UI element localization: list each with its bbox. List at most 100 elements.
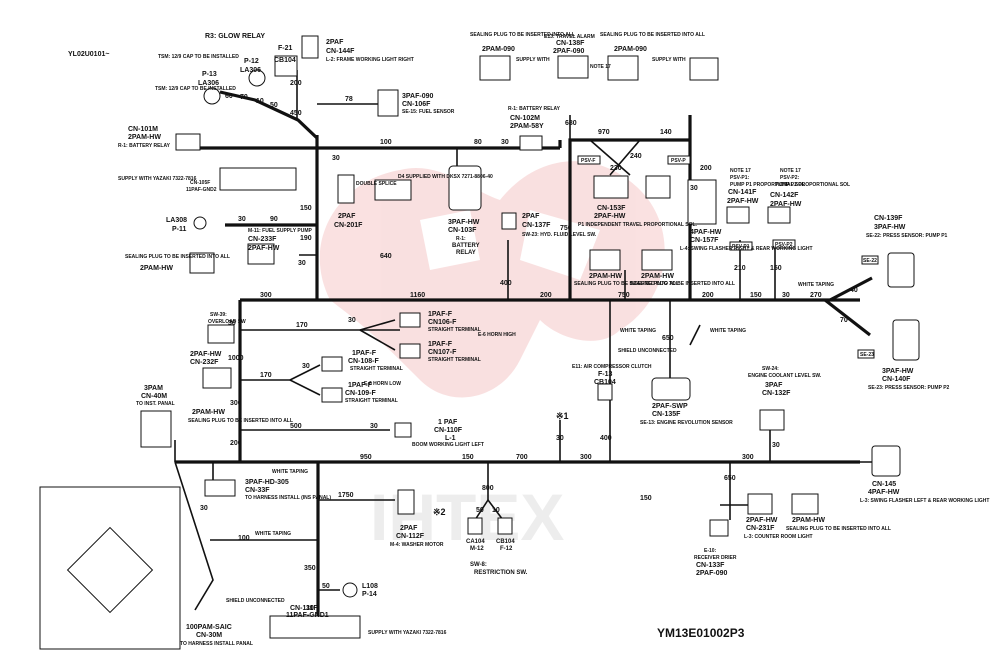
label-pam-hw-left: 2PAM-HW	[192, 409, 225, 416]
label-white-taping-4: WHITE TAPING	[272, 469, 308, 475]
sealing-plug-top-1	[479, 55, 511, 81]
label-ca104: CA104	[466, 539, 485, 545]
len-100-b: 100	[238, 535, 250, 542]
tag-psv-p	[667, 155, 691, 165]
label-white-taping-5: WHITE TAPING	[255, 531, 291, 537]
connector-cn132f	[759, 409, 785, 431]
connector-cn106f2	[399, 312, 421, 328]
len-30-b: 30	[332, 155, 340, 162]
label-cn102m-b: 2PAM-58Y	[510, 123, 544, 130]
label-glow-relay: R3: GLOW RELAY	[205, 33, 265, 40]
connector-cn102m	[519, 135, 543, 151]
len-200-d: 200	[700, 165, 712, 172]
sealing-plug-left	[189, 252, 215, 274]
label-cn109f-c: STRAIGHT TERMINAL	[345, 398, 398, 404]
len-170-b: 170	[260, 372, 272, 379]
label-cn231f-a: 2PAF-HW	[746, 517, 778, 524]
len-50-c: 50	[476, 507, 484, 514]
label-p1-ind: P1 INDEPENDENT TRAVEL PROPORTIONAL SOL.	[578, 222, 698, 228]
tag-psv-p1	[729, 241, 753, 251]
label-cn102m: CN-102M	[510, 115, 540, 122]
label-psv-p1: PSV-P1	[732, 244, 750, 250]
relay-cb104	[497, 517, 513, 535]
len-30: 30	[501, 139, 509, 146]
label-horn-high: E-6 HORN HIGH	[478, 332, 516, 338]
label-cn139f-c: SE-22: PRESS SENSOR: PUMP P1	[866, 233, 948, 239]
label-cb104-top: CB104	[274, 57, 296, 64]
len-350: 350	[304, 565, 316, 572]
connector-cn103f	[448, 165, 482, 211]
label-cn108f-a: 1PAF-F	[352, 350, 377, 357]
len-210: 210	[734, 265, 746, 272]
len-80: 80	[474, 139, 482, 146]
len-1750: 1750	[338, 492, 354, 499]
len-300: 300	[260, 292, 272, 299]
connector-cn30m-key	[66, 526, 154, 614]
len-30-n: 30	[200, 505, 208, 512]
label-cn112f-c: M-4: WASHER MOTOR	[390, 542, 444, 548]
connector-cn141f	[726, 206, 750, 224]
len-270: 270	[810, 292, 822, 299]
len-1000: 1000	[228, 355, 244, 362]
len-450: 450	[290, 110, 302, 117]
label-cn144f-a: 2PAF	[326, 39, 344, 46]
connector-cn201f	[337, 174, 355, 204]
label-cn106f-b: CN-106F	[402, 101, 431, 108]
connector-cn110f	[394, 422, 412, 438]
label-cn153f-b: 2PAF-HW	[594, 213, 626, 220]
label-cn30m-b: CN-30M	[196, 632, 222, 639]
label-cn106f-a: 3PAF-090	[402, 93, 433, 100]
len-700: 700	[516, 454, 528, 461]
connector-cn231f	[747, 493, 773, 515]
len-150-e: 150	[640, 495, 652, 502]
label-cn106f-c: SE-15: FUEL SENSOR	[402, 109, 455, 115]
label-r1-relay: R-1: BATTERY RELAY	[508, 106, 561, 112]
len-30-m: 30	[306, 605, 314, 612]
connectors	[39, 35, 920, 650]
label-m11-c: 2PAF-HW	[248, 245, 280, 252]
len-640: 640	[380, 253, 392, 260]
ring-terminal-p13	[203, 87, 221, 105]
tag-se23	[857, 349, 875, 359]
len-400-b: 400	[600, 435, 612, 442]
sealing-plug-left-2	[202, 367, 232, 389]
label-la306-b: LA306	[198, 80, 219, 87]
label-cn142f-b: PSV-P2:	[780, 175, 800, 181]
len-90: 90	[270, 216, 278, 223]
label-la308: LA308	[166, 217, 187, 224]
len-140: 140	[660, 129, 672, 136]
connector-cn105f	[219, 167, 297, 191]
label-la306: LA306	[240, 67, 261, 74]
label-psv-p2: PSV-P2	[775, 242, 793, 248]
label-cn109f-b: CN-109-F	[345, 390, 376, 397]
label-tsm-note-2: TSM: 12/9 CAP TO BE INSTALLED	[155, 86, 236, 92]
label-cn103f-b: CN-103F	[448, 227, 477, 234]
connector-cn112f	[397, 489, 415, 515]
len-100: 100	[380, 139, 392, 146]
label-cn103f-e: RELAY	[456, 250, 476, 256]
connector-cn142f	[767, 206, 791, 224]
label-cn157f-c: L-4: SWING FLASHER RIGHT & REAR WORKING …	[680, 246, 813, 252]
label-ref-1: ※1	[556, 411, 569, 421]
label-cn109f-a: 1PAF-F	[348, 382, 373, 389]
label-d4: D4 SUPPLIED WITH DKSX 7271-8806-40	[398, 174, 493, 180]
label-cn40m-a: 3PAM	[144, 385, 163, 392]
label-cn111f-b: 11PAF-GND1	[286, 612, 329, 619]
connector-cn40m	[140, 410, 172, 448]
len-30-k: 30	[556, 435, 564, 442]
len-200-c: 200	[702, 292, 714, 299]
label-cn33f-b: CN-33F	[245, 487, 270, 494]
label-note17: NOTE 17	[590, 64, 611, 70]
len-30-c: 30	[238, 216, 246, 223]
sealing-plug-top-2	[607, 55, 639, 81]
label-cn30m-a: 100PAM-SAIC	[186, 624, 232, 631]
label-cn142f-e: 2PAF-HW	[770, 201, 802, 208]
label-se22: SE-22	[863, 258, 877, 264]
label-p12: P-12	[244, 58, 259, 65]
len-30-j: 30	[370, 423, 378, 430]
label-pam-hw-r2: SEALING PLUG TO BE INSERTED INTO ALL	[786, 526, 891, 532]
label-cn139f-a: CN-139F	[874, 215, 903, 222]
label-cn141f-d: CN-141F	[728, 189, 757, 196]
label-cn137f-c: SW-23: HYD. FLUID LEVEL SW.	[522, 232, 597, 238]
